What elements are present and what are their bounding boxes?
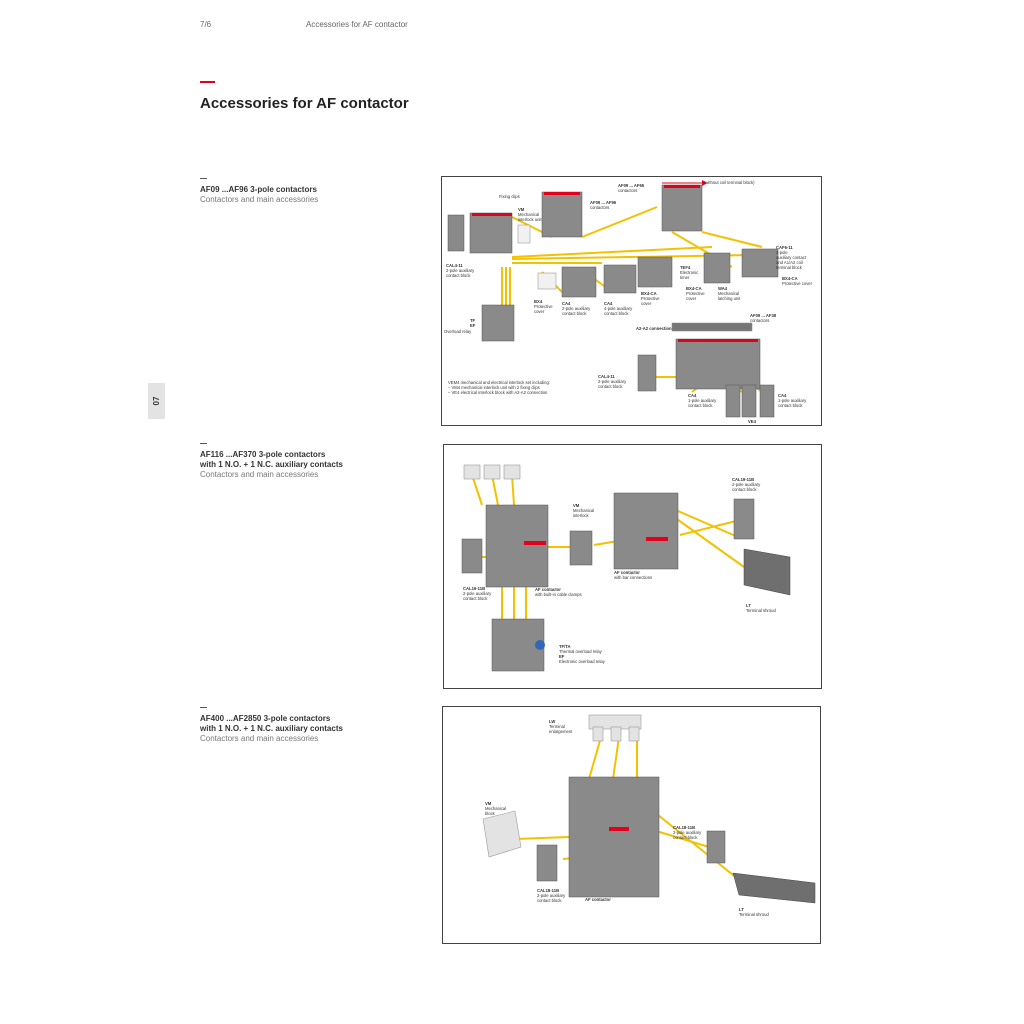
label-a2a2: A2-A2 connection [636, 326, 672, 331]
label-bx4ca-b-code: BX4-CA [686, 286, 702, 291]
section-dash [200, 178, 207, 179]
section-af400-caption: AF400 ...AF2850 3-pole contactors with 1… [200, 707, 343, 744]
label-bx4ca-a-desc: Protective cover [641, 296, 660, 306]
label-af09-af96: AF09 ... AF96 [590, 200, 617, 205]
label-af-bar-code: AF contactor [614, 570, 640, 575]
chapter-tab-label: 07 [152, 396, 161, 406]
chapter-tab: 07 [148, 383, 165, 419]
label-bx4-code: BX4 [534, 299, 543, 304]
label-cal4b-code: CAL4-11 [598, 374, 615, 379]
section-dash [200, 707, 207, 708]
label-cal19-left-desc: 2-pole auxiliary contact block [463, 591, 492, 601]
label-bx4ca-b-desc: Protective cover [686, 291, 705, 301]
label-tf-code: TF EF [470, 318, 476, 328]
label-cal19-top-code: CAL19-11B [732, 477, 755, 482]
label-af09-af65: AF09 ... AF65 [618, 183, 645, 188]
label-wa4-desc: Mechanical latching unit [718, 291, 741, 301]
figure-af09-af96: Fixing clips VM Mechanical interlock uni… [441, 176, 822, 426]
label-cal-right-desc: 2-pole auxiliary contact block [673, 830, 702, 840]
label-af-code: AF contactor [585, 897, 611, 902]
label-cal19-left-code: CAL19-11B [463, 586, 486, 591]
section-subtitle: Contactors and main accessories [200, 734, 319, 743]
section-title: AF09 ...AF96 3-pole contactors [200, 185, 317, 194]
section-title-line-1: AF400 ...AF2850 3-pole contactors [200, 714, 331, 723]
section-subtitle: Contactors and main accessories [200, 470, 319, 479]
section-af09-caption: AF09 ...AF96 3-pole contactors Contactor… [200, 178, 318, 205]
label-le-code: LW [549, 719, 556, 724]
section-af116-caption: AF116 ...AF370 3-pole contactors with 1 … [200, 443, 343, 480]
label-bx4-desc: Protective cover [534, 304, 553, 314]
label-bx4ca-c-desc: Protective cover [782, 281, 813, 286]
section-title-line-2: with 1 N.O. + 1 N.C. auxiliary contacts [200, 724, 343, 733]
label-vm-code: VM [518, 207, 525, 212]
label-caf6-code: CAF6-11 [776, 245, 793, 250]
label-af09-af38: AF09 ... AF38 [750, 313, 777, 318]
section-title-line-1: AF116 ...AF370 3-pole contactors [200, 450, 326, 459]
label-ca4b-code: CA4 [688, 393, 697, 398]
label-bx4ca-a-code: BX4-CA [641, 291, 657, 296]
figure-af400-drawing [482, 714, 816, 904]
label-vm-desc: Mechanical interlock unit [518, 212, 542, 222]
running-title: Accessories for AF contactor [306, 20, 408, 29]
label-cal4-code: CAL4-11 [446, 263, 463, 268]
label-cal-left-desc: 2-pole auxiliary contact block [537, 893, 566, 903]
label-wa4-code: WA4 [718, 286, 728, 291]
label-cal19-top-desc: 2-pole auxiliary contact block [732, 482, 761, 492]
label-ca4c-desc: 1-pole auxiliary contact block [778, 398, 807, 408]
label-vem4-note: VEM4 mechanical and electrical interlock… [448, 380, 550, 395]
label-lt-desc: Terminal shroud [739, 912, 769, 917]
section-dash [200, 443, 207, 444]
label-ca4-2-code: CA4 [562, 301, 571, 306]
label-vm-desc: Mechanical interlock [573, 508, 595, 518]
label-lt-desc: Terminal shroud [746, 608, 776, 613]
label-af-bar-desc: with bar connections [614, 575, 653, 580]
label-cal4b-desc: 2-pole auxiliary contact block [598, 379, 627, 389]
figure-af116-drawing [461, 464, 791, 672]
section-title-line-2: with 1 N.O. + 1 N.C. auxiliary contacts [200, 460, 343, 469]
label-ca4-2-desc: 2-pole auxiliary contact block [562, 306, 591, 316]
label-ca4c-code: CA4 [778, 393, 787, 398]
label-fixing-clips: Fixing clips [499, 194, 520, 199]
label-without-coil: (without coil terminal block) [704, 180, 755, 185]
label-ca4-4-code: CA4 [604, 301, 613, 306]
label-tf-desc: Overload relay [444, 329, 472, 334]
figure-af400-af2850: LW Terminal enlargement VM Mechanical bl… [442, 706, 821, 944]
label-cal4-desc: 2-pole auxiliary contact block [446, 268, 475, 278]
title-accent-bar [200, 81, 215, 83]
section-subtitle: Contactors and main accessories [200, 195, 319, 204]
label-af09-af65-desc: contactors [618, 188, 638, 193]
label-caf6-desc: 2-pole auxiliary contact and A1/A2 coil … [776, 250, 807, 270]
page-title: Accessories for AF contactor [200, 95, 409, 112]
label-af-clamps-code: AF contactor [535, 587, 561, 592]
label-lt-code: LT [746, 603, 751, 608]
label-tef-code: TEF4 [680, 265, 691, 270]
label-vm-desc: Mechanical block [485, 806, 507, 816]
label-lt-code: LT [739, 907, 744, 912]
label-relay-desc2: Electronic overload relay [559, 659, 605, 664]
label-relay-code2: EF [559, 654, 565, 659]
label-cal-left-code: CAL18-11B [537, 888, 560, 893]
figure-af09-drawing [447, 180, 779, 418]
label-af-clamps-desc: with built-in cable clamps [535, 592, 582, 597]
label-af09-af38-desc: contactors [750, 318, 770, 323]
label-ca4b-desc: 1-pole auxiliary contact block [688, 398, 717, 408]
figure-af116-af370: VM Mechanical interlock CAL19-11B 2-pole… [443, 444, 822, 689]
page-number: 7/6 [200, 20, 212, 29]
label-relay-code: TF/TA [559, 644, 571, 649]
label-cal-right-code: CAL18-11B [673, 825, 696, 830]
label-tef-desc: Electronic timer [680, 270, 699, 280]
label-vm-code: VM [485, 801, 492, 806]
label-vm-code: VM [573, 503, 580, 508]
label-af09-af96-desc: contactors [590, 205, 610, 210]
label-relay-desc: Thermal overload relay [559, 649, 602, 654]
label-le-desc: Terminal enlargement [549, 724, 573, 734]
label-ve4: VE4 [748, 419, 756, 424]
label-ca4-4-desc: 4-pole auxiliary contact block [604, 306, 633, 316]
label-bx4ca-c-code: BX4-CA [782, 276, 798, 281]
